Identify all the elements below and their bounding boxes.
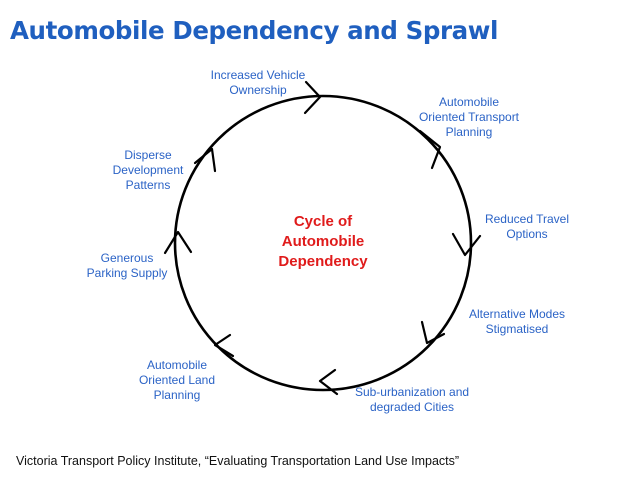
node-disperse-development-patterns: Disperse Development Patterns <box>112 148 184 192</box>
node-sub-urbanization-degraded-cities: Sub-urbanization and degraded Cities <box>354 385 470 414</box>
cycle-arrow <box>418 129 442 170</box>
node-increased-vehicle-ownership: Increased Vehicle Ownership <box>210 68 306 97</box>
cycle-arrow <box>318 368 339 396</box>
cycle-arrow <box>420 320 446 345</box>
source-citation: Victoria Transport Policy Institute, “Ev… <box>16 454 460 468</box>
cycle-center-label: Cycle of Automobile Dependency <box>278 213 368 270</box>
cycle-arrow <box>193 147 217 173</box>
node-automobile-oriented-land-planning: Automobile Oriented Land Planning <box>138 358 216 402</box>
node-reduced-travel-options: Reduced Travel Options <box>484 212 570 241</box>
node-automobile-oriented-transport-planning: Automobile Oriented Transport Planning <box>418 95 520 139</box>
node-generous-parking-supply: Generous Parking Supply <box>86 251 168 280</box>
node-alternative-modes-stigmatised: Alternative Modes Stigmatised <box>468 307 566 336</box>
page-title: Automobile Dependency and Sprawl <box>10 16 499 45</box>
cycle-arrow <box>213 333 235 358</box>
cycle-arrow <box>163 230 193 255</box>
cycle-arrow <box>303 80 322 115</box>
cycle-ring <box>173 94 473 392</box>
cycle-arrow <box>451 232 482 257</box>
